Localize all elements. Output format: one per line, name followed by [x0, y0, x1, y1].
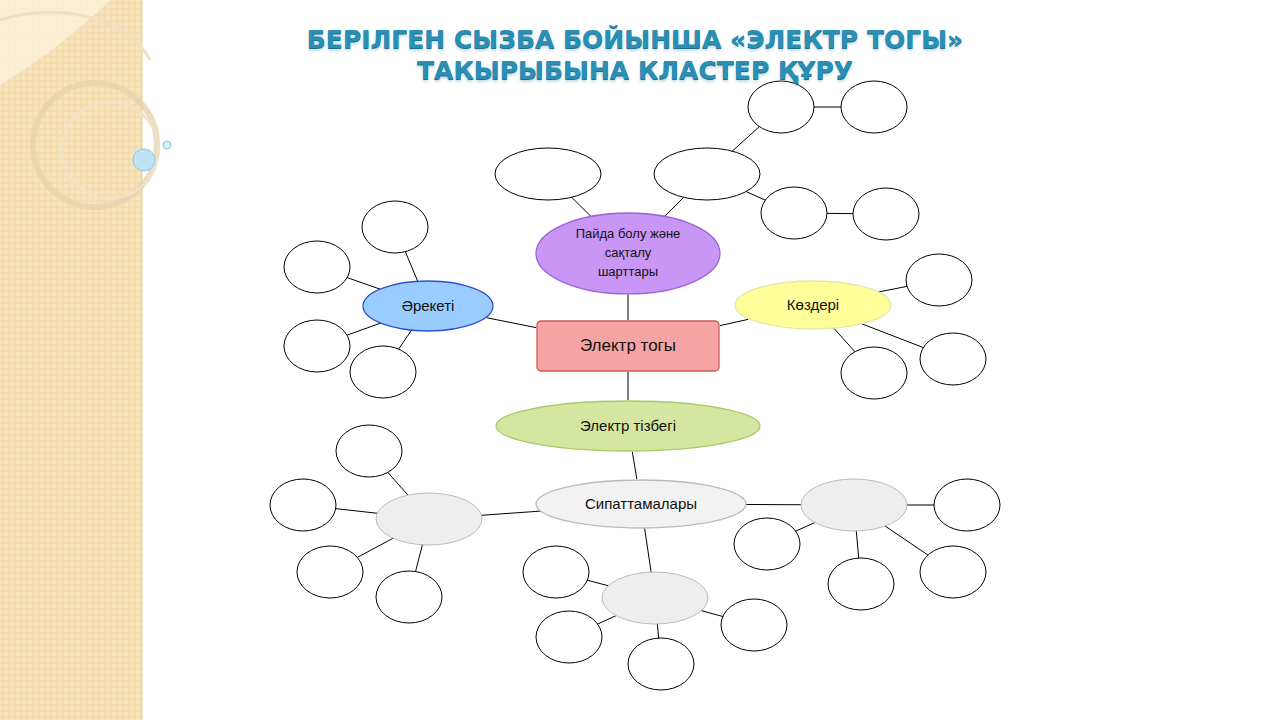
grey-ellipses: [376, 479, 907, 624]
node-label: Көздері: [787, 296, 839, 314]
leader-lines: [303, 107, 967, 664]
side-panel: [0, 0, 142, 720]
connector-line: [487, 318, 536, 328]
node-label: Сипаттамалары: [585, 495, 697, 513]
slide-title: БЕРІЛГЕН СЫЗБА БОЙЫНША «ЭЛЕКТР ТОГЫ» ТАК…: [300, 24, 970, 86]
bubble: [133, 149, 155, 171]
node-label: Пайда болу және сақталу шарттары: [573, 224, 683, 281]
source-ellipse: Көздері: [734, 280, 892, 330]
node-label: Электр тізбегі: [580, 417, 676, 435]
ring: [33, 83, 157, 207]
effect-ellipse: Әрекеті: [362, 280, 494, 332]
connector-line: [628, 372, 629, 400]
node-label: Электр тогы: [580, 336, 676, 356]
center-box: Электр тогы: [536, 320, 720, 372]
connector-line: [628, 294, 629, 320]
characteristics-ellipse: Сипаттамалары: [535, 479, 747, 529]
connector-line: [632, 452, 637, 479]
connector-line: [720, 319, 748, 325]
circuit-ellipse: Электр тізбегі: [495, 400, 761, 452]
empty-ellipses: [270, 81, 1000, 690]
condition-ellipse: Пайда болу және сақталу шарттары: [535, 212, 721, 295]
node-label: Әрекеті: [402, 297, 455, 315]
